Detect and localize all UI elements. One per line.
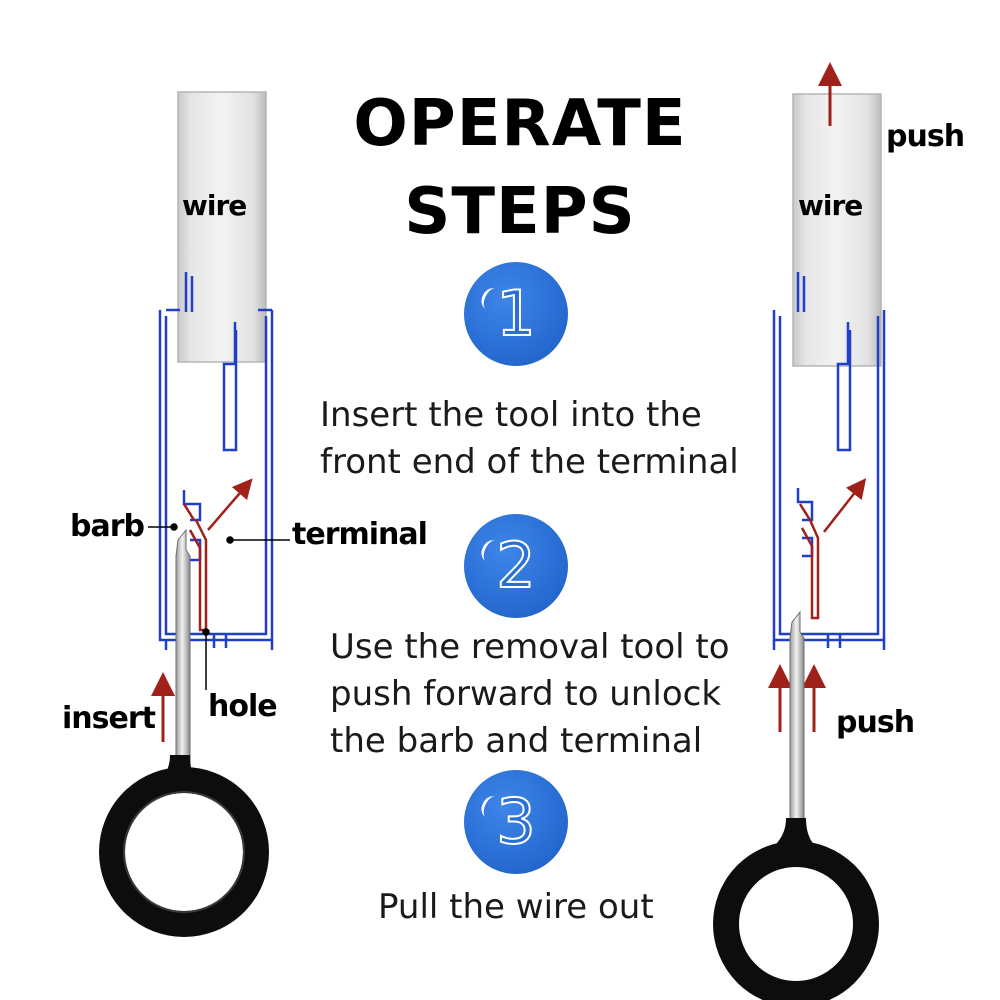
terminal-label: terminal bbox=[292, 517, 428, 552]
step-3-line-1: Pull the wire out bbox=[378, 887, 654, 927]
step-2-badge: 2 bbox=[464, 514, 568, 618]
unlock-arrow bbox=[207, 478, 253, 531]
terminal bbox=[798, 503, 820, 620]
right-wire-label: wire bbox=[798, 189, 863, 222]
step-2-line-1: Use the removal tool to bbox=[330, 627, 730, 667]
connector-housing bbox=[772, 272, 886, 650]
step-2-number: 2 bbox=[495, 528, 536, 603]
hole-label: hole bbox=[208, 689, 278, 724]
step-3-number: 3 bbox=[495, 784, 536, 859]
title-line-2: STEPS bbox=[404, 175, 636, 249]
unlock-arrow bbox=[823, 478, 867, 533]
removal-tool-shaft bbox=[789, 610, 805, 831]
removal-tool-ring bbox=[713, 818, 879, 1000]
right-diagram bbox=[713, 62, 886, 1000]
leader-lines bbox=[148, 523, 290, 690]
removal-tool-shaft bbox=[175, 528, 191, 771]
step-1-line-1: Insert the tool into the bbox=[320, 395, 702, 435]
step-3-badge: 3 bbox=[464, 770, 568, 874]
barb-label: barb bbox=[70, 509, 145, 544]
left-wire-label: wire bbox=[182, 189, 247, 222]
wire bbox=[177, 91, 267, 363]
push-bottom-label: push bbox=[836, 705, 915, 740]
step-1-badge: 1 bbox=[464, 262, 568, 366]
step-1-line-2: front end of the terminal bbox=[320, 442, 739, 482]
removal-tool-ring bbox=[99, 755, 269, 937]
left-diagram bbox=[99, 91, 290, 937]
title-line-1: OPERATE bbox=[353, 87, 687, 161]
wire bbox=[792, 93, 882, 367]
step-2-line-2: push forward to unlock bbox=[330, 674, 722, 714]
step-1-number: 1 bbox=[495, 276, 536, 351]
insert-label: insert bbox=[62, 701, 156, 736]
step-2-line-3: the barb and terminal bbox=[330, 721, 703, 761]
push-top-label: push bbox=[886, 119, 965, 154]
